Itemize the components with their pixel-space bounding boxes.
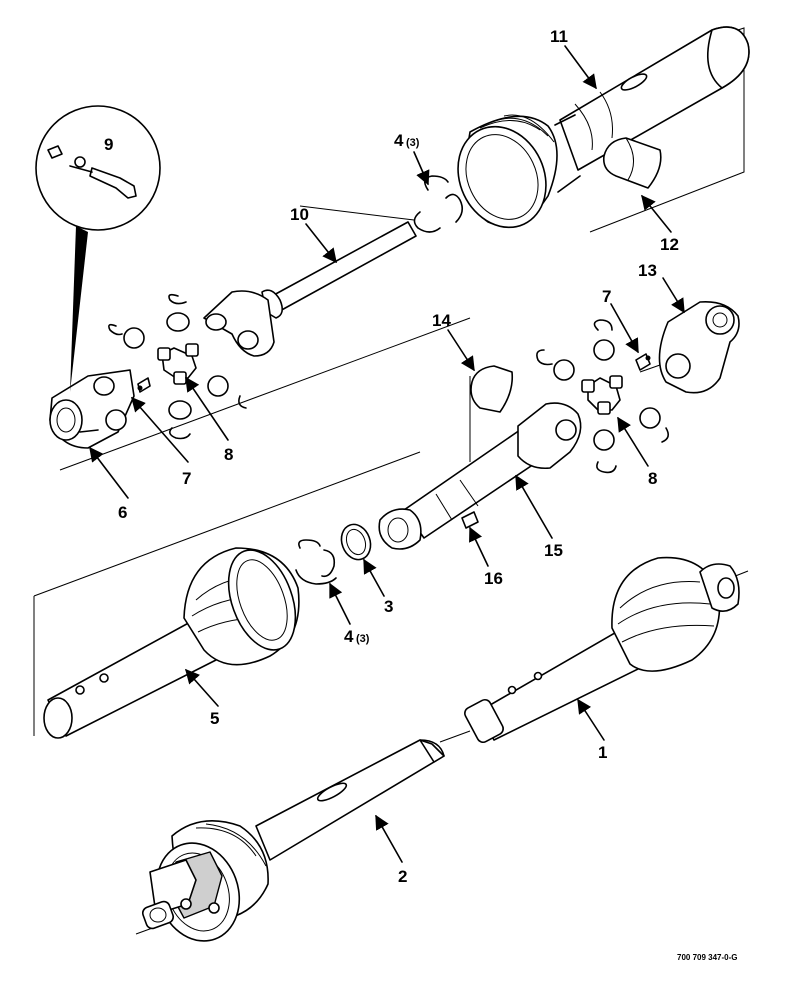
part-11-outer-half-shaft	[457, 26, 750, 229]
callout-4-upper-qty: (3)	[406, 137, 420, 149]
part-12-guard-bearing	[602, 137, 662, 189]
callout-5: 5	[210, 709, 219, 728]
callout-12: 12	[660, 235, 679, 254]
callout-16: 16	[484, 569, 503, 588]
callout-14: 14	[432, 311, 451, 330]
callout-4-lower: 4	[344, 627, 354, 646]
callout-labels: 11 4 (3) 10 12 13 7 14 9 7 8 6 8 15 16 3…	[104, 27, 679, 886]
part-3-ring	[340, 523, 372, 561]
callout-9: 9	[104, 135, 113, 154]
callout-11: 11	[550, 27, 568, 46]
callout-8-right: 8	[648, 469, 657, 488]
callout-2: 2	[398, 867, 407, 886]
part-1-inner-tube-guard	[464, 556, 740, 744]
part-2-outer-tube-yoke	[141, 739, 445, 942]
callout-4-lower-qty: (3)	[356, 633, 370, 645]
part-9-detail-inset	[35, 105, 161, 392]
callout-3: 3	[384, 597, 393, 616]
callout-6: 6	[118, 503, 127, 522]
part-16-grease-fitting	[461, 511, 479, 529]
callout-7-right: 7	[602, 287, 611, 306]
part-4-retaining-rings-lower	[295, 539, 337, 585]
part-5-outer-tube-guard	[43, 547, 300, 739]
part-15-inner-tube-yoke	[378, 402, 582, 550]
callout-4-upper: 4	[394, 131, 404, 150]
callout-8-left: 8	[224, 445, 233, 464]
leader-arrows	[89, 45, 685, 863]
right-cross-bearing-kit	[536, 319, 670, 474]
callout-1: 1	[598, 743, 607, 762]
part-6-splined-yoke	[49, 369, 135, 449]
part-10-inner-shaft-yoke	[203, 221, 417, 357]
part-13-yoke	[658, 300, 740, 394]
callout-10: 10	[290, 205, 309, 224]
callout-13: 13	[638, 261, 657, 280]
part-4-retaining-rings-upper	[413, 175, 464, 233]
drawing-reference-number: 700 709 347-0-G	[677, 953, 738, 962]
callout-7-left: 7	[182, 469, 191, 488]
part-14-bearing	[470, 365, 514, 413]
callout-15: 15	[544, 541, 563, 560]
left-cross-bearing-kit	[108, 293, 247, 440]
